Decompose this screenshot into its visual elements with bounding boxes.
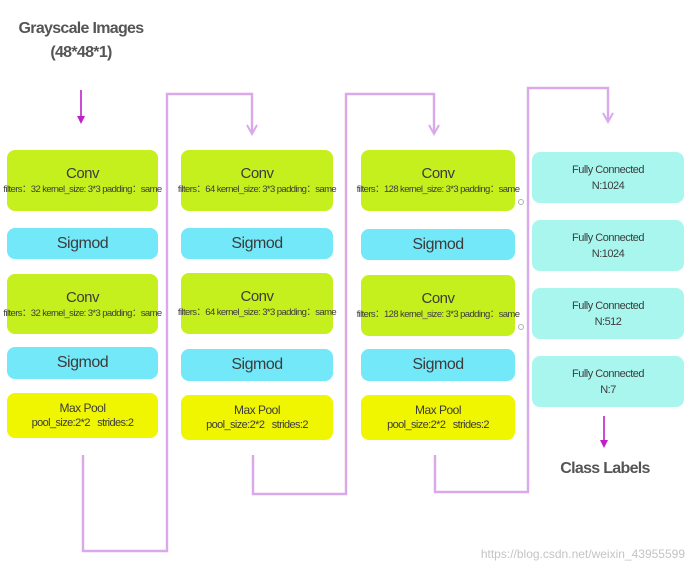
block3-conv2: Conv filters：128 kernel_size: 3*3 paddin…: [357, 275, 520, 336]
block2-conv2-params: filters：64 kernel_size: 3*3 padding：same: [177, 307, 337, 318]
block2-maxpool-title: Max Pool: [233, 402, 281, 417]
block3-conv1: Conv filters：128 kernel_size: 3*3 paddin…: [357, 150, 520, 211]
block2-sigmod2: Sigmod: [181, 349, 333, 381]
block1-conv1-title: Conv: [65, 165, 100, 182]
fc-layer-3: Fully Connected N:512: [532, 288, 684, 339]
block1-maxpool-params: pool_size:2*2 strides:2: [31, 416, 134, 429]
block1-maxpool: Max Pool pool_size:2*2 strides:2: [7, 393, 158, 438]
block1-sigmod1: Sigmod: [7, 228, 158, 259]
block1-sigmod2: Sigmod: [7, 347, 158, 379]
fc-layer-3-units: N:512: [594, 315, 622, 328]
block2-maxpool: Max Pool pool_size:2*2 strides:2: [181, 395, 333, 440]
connector-block1-to-block2: [81, 92, 254, 553]
block3-conv2-handle: [518, 324, 524, 330]
block3-sigmod2: Sigmod: [361, 349, 515, 381]
fc-layer-4-title: Fully Connected: [572, 367, 645, 380]
block3-maxpool-title: Max Pool: [414, 402, 462, 417]
block2-sigmod1-label: Sigmod: [231, 234, 283, 252]
block3-conv1-params: filters：128 kernel_size: 3*3 padding：sam…: [356, 184, 520, 195]
block1-conv2-title: Conv: [65, 288, 100, 306]
block2-maxpool-params: pool_size:2*2 strides:2: [206, 418, 308, 431]
block1-sigmod1-label: Sigmod: [56, 234, 109, 252]
block2-conv1-title: Conv: [240, 165, 274, 182]
block3-maxpool: Max Pool pool_size:2*2 strides:2: [361, 395, 515, 440]
fc-layer-2: Fully Connected N:1024: [532, 220, 684, 271]
block2-sigmod2-label: Sigmod: [231, 356, 283, 373]
block2-sigmod1: Sigmod: [181, 228, 333, 259]
fc-layer-1-units: N:1024: [591, 179, 625, 192]
fc-layer-1: Fully Connected N:1024: [532, 152, 684, 203]
block2-conv2-title: Conv: [240, 288, 274, 305]
block3-sigmod1-label: Sigmod: [412, 235, 464, 253]
block3-maxpool-params: pool_size:2*2 strides:2: [387, 418, 489, 431]
input-label-line1: Grayscale Images: [18, 20, 145, 37]
fc-layer-2-title: Fully Connected: [572, 231, 645, 244]
output-label: Class Labels: [560, 460, 650, 477]
input-label: Grayscale Images (48*48*1): [18, 20, 145, 62]
input-arrowhead: [77, 116, 85, 124]
block1-conv2: Conv filters：32 kernel_size: 3*3 padding…: [3, 274, 162, 334]
block3-conv2-params: filters：128 kernel_size: 3*3 padding：sam…: [356, 309, 520, 320]
arrowhead-block2: [246, 124, 258, 137]
fc-layer-3-title: Fully Connected: [572, 299, 645, 312]
block3-conv2-title: Conv: [421, 290, 455, 307]
block1-conv1-params: filters：32 kernel_size: 3*3 padding：same: [3, 184, 162, 195]
connector-block3-to-fc: [433, 86, 610, 494]
block2-conv1-params: filters：64 kernel_size: 3*3 padding：same: [177, 184, 337, 195]
fc-layer-4: Fully Connected N:7: [532, 356, 684, 407]
block1-sigmod2-label: Sigmod: [56, 354, 109, 371]
block1-maxpool-title: Max Pool: [59, 400, 106, 415]
block3-sigmod2-label: Sigmod: [412, 356, 464, 373]
connector-block2-to-block3: [251, 92, 436, 496]
block3-sigmod1: Sigmod: [361, 229, 515, 260]
fc-layer-4-units: N:7: [600, 383, 616, 396]
arrowhead-fc: [602, 112, 614, 125]
arrowhead-block3: [428, 124, 440, 137]
fc-layer-2-units: N:1024: [591, 247, 625, 260]
block3-conv1-title: Conv: [421, 165, 455, 182]
fc-layer-1-title: Fully Connected: [572, 163, 645, 176]
block2-conv1: Conv filters：64 kernel_size: 3*3 padding…: [177, 150, 337, 211]
block1-conv2-params: filters：32 kernel_size: 3*3 padding：same: [3, 307, 162, 319]
input-label-line2: (48*48*1): [50, 44, 112, 61]
watermark: https://blog.csdn.net/weixin_43955599: [480, 547, 685, 561]
block1-conv1: Conv filters：32 kernel_size: 3*3 padding…: [3, 150, 162, 211]
block2-conv2: Conv filters：64 kernel_size: 3*3 padding…: [177, 273, 337, 334]
block3-conv1-handle: [518, 199, 524, 205]
output-arrowhead: [600, 440, 608, 448]
